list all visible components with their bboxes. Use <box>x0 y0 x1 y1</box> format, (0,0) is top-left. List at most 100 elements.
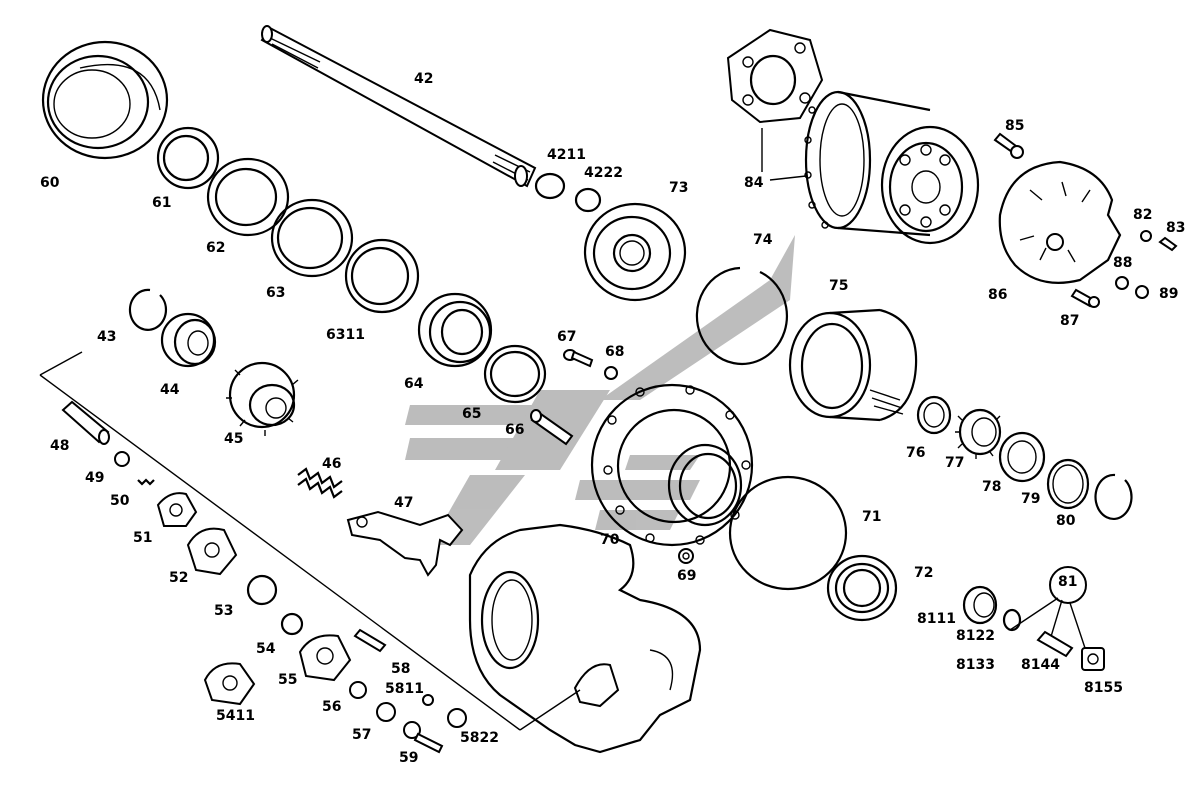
label-8144: 8144 <box>1021 657 1060 673</box>
label-70: 70 <box>600 532 620 548</box>
part-60-cover-cup <box>41 40 169 160</box>
label-8122: 8122 <box>956 628 995 644</box>
label-6311: 6311 <box>326 327 365 343</box>
part-5822-nut <box>447 708 467 728</box>
part-67-screw <box>563 349 594 368</box>
label-65: 65 <box>462 406 482 422</box>
label-47: 47 <box>394 495 414 511</box>
part-43-snap-ring <box>128 288 168 331</box>
part-86-cover <box>998 160 1122 284</box>
label-77: 77 <box>945 455 965 471</box>
part-48-pin <box>61 400 110 445</box>
label-71: 71 <box>862 509 882 525</box>
label-5811: 5811 <box>385 681 424 697</box>
part-72-bearing <box>826 554 898 622</box>
label-79: 79 <box>1021 491 1041 507</box>
part-68-nut <box>604 366 618 380</box>
label-73: 73 <box>669 180 689 196</box>
label-66: 66 <box>505 422 525 438</box>
label-54: 54 <box>256 641 276 657</box>
part-71-o-ring <box>728 475 848 591</box>
label-69: 69 <box>677 568 697 584</box>
part-carrier-housing <box>468 523 702 754</box>
part-57-nut <box>376 702 396 722</box>
label-4211: 4211 <box>547 147 586 163</box>
label-5411: 5411 <box>216 708 255 724</box>
label-67: 67 <box>557 329 577 345</box>
label-82: 82 <box>1133 207 1153 223</box>
part-4222-snap-ring <box>574 187 602 213</box>
part-46-spring <box>297 467 343 499</box>
part-6311-ring <box>344 238 420 314</box>
part-87-bolt <box>1070 288 1100 308</box>
part-5811-washer <box>422 694 434 706</box>
label-43: 43 <box>97 329 117 345</box>
part-4211-snap-ring <box>534 172 566 200</box>
label-89: 89 <box>1159 286 1179 302</box>
label-83: 83 <box>1166 220 1186 236</box>
part-75-drum <box>788 308 918 422</box>
label-63: 63 <box>266 285 286 301</box>
part-69-nut <box>678 548 694 564</box>
label-57: 57 <box>352 727 372 743</box>
part-53-ring <box>246 574 278 606</box>
label-48: 48 <box>50 438 70 454</box>
label-76: 76 <box>906 445 926 461</box>
part-73-flange-ring <box>583 202 687 302</box>
part-83-bolt <box>1158 236 1178 252</box>
label-55: 55 <box>278 672 298 688</box>
label-88: 88 <box>1113 255 1133 271</box>
label-51: 51 <box>133 530 153 546</box>
label-72: 72 <box>914 565 934 581</box>
label-8111: 8111 <box>917 611 956 627</box>
label-84: 84 <box>744 175 764 191</box>
label-4222: 4222 <box>584 165 623 181</box>
label-45: 45 <box>224 431 244 447</box>
part-61-ring <box>156 126 220 190</box>
part-84-housing <box>804 90 980 245</box>
label-61: 61 <box>152 195 172 211</box>
part-78-washer <box>998 431 1046 483</box>
part-66-bolt <box>530 409 574 446</box>
label-64: 64 <box>404 376 424 392</box>
part-51-plate <box>156 492 198 527</box>
part-5411-plate <box>203 662 256 706</box>
label-53: 53 <box>214 603 234 619</box>
part-76-washer <box>916 395 952 435</box>
part-44-bearing <box>160 312 217 368</box>
label-62: 62 <box>206 240 226 256</box>
label-86: 86 <box>988 287 1008 303</box>
part-63-ring <box>270 198 354 278</box>
label-5822: 5822 <box>460 730 499 746</box>
label-42: 42 <box>414 71 434 87</box>
label-59: 59 <box>399 750 419 766</box>
label-8133: 8133 <box>956 657 995 673</box>
part-80-snap-ring <box>1094 473 1133 521</box>
label-58: 58 <box>391 661 411 677</box>
part-79-ring <box>1046 458 1090 510</box>
part-8122-ring <box>1002 608 1022 632</box>
part-47-shift-fork <box>346 510 464 577</box>
part-45-gear <box>226 361 299 436</box>
label-78: 78 <box>982 479 1002 495</box>
part-49-nut <box>114 451 130 467</box>
part-77-gear <box>955 408 1002 459</box>
part-55-housing <box>298 634 352 682</box>
label-56: 56 <box>322 699 342 715</box>
part-42-axle-shaft <box>260 25 537 188</box>
part-70-hub <box>590 383 754 547</box>
part-59-screw <box>403 721 444 754</box>
label-80: 80 <box>1056 513 1076 529</box>
label-68: 68 <box>605 344 625 360</box>
label-87: 87 <box>1060 313 1080 329</box>
part-65-ring <box>483 344 547 404</box>
label-8155: 8155 <box>1084 680 1123 696</box>
label-46: 46 <box>322 456 342 472</box>
part-82-nut <box>1140 230 1152 242</box>
label-81: 81 <box>1058 574 1078 590</box>
part-8144-pin <box>1036 630 1074 658</box>
label-85: 85 <box>1005 118 1025 134</box>
label-49: 49 <box>85 470 105 486</box>
label-50: 50 <box>110 493 130 509</box>
